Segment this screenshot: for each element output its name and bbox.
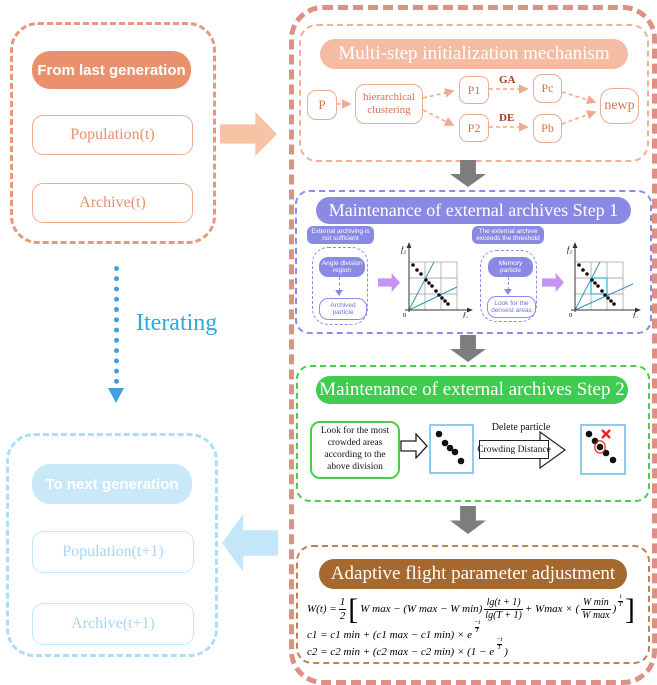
adaptive-panel-title: Adaptive flight parameter adjustment xyxy=(319,559,627,589)
archive-t-box: Archive(t) xyxy=(32,183,193,223)
step1-right-plot: f₂ f₁ 0 xyxy=(567,242,641,318)
node-pb: Pb xyxy=(533,114,562,143)
step2-delete-particle-label: Delete particle xyxy=(491,422,551,433)
iterating-arrow-line-icon xyxy=(114,266,119,384)
step1-left-arrow-line-icon xyxy=(339,277,340,291)
init-panel: Multi-step initialization mechanism P hi… xyxy=(299,24,649,162)
step2-result-square xyxy=(580,424,626,475)
node-p1: P1 xyxy=(459,76,489,104)
step1-left-subbox: Angle division region Archived particle xyxy=(312,247,368,325)
bracket-open: [ xyxy=(348,592,359,626)
edge-label-ga: GA xyxy=(499,74,516,86)
node-p: P xyxy=(307,90,337,120)
step1-right-subbox: Memory particle Look for the densest are… xyxy=(480,250,537,322)
to-next-generation-title: To next generation xyxy=(32,464,192,504)
axis-x-label: f₁ xyxy=(463,311,468,318)
axis-y-label: f₂ xyxy=(401,245,406,254)
step2-look-box: Look for the most crowded areas accordin… xyxy=(310,421,400,479)
circled-particle-mark xyxy=(594,440,606,454)
step1-right-block-arrow-icon xyxy=(542,273,564,292)
from-last-generation-group: From last generation Population(t) Archi… xyxy=(10,22,216,244)
node-newp: newp xyxy=(600,88,639,124)
step2-outline-arrow-icon xyxy=(400,433,428,459)
node-pc: Pc xyxy=(533,74,562,103)
step1-memory-particle-node: Memory particle xyxy=(488,257,533,277)
axis-origin-label: 0 xyxy=(403,312,406,318)
algorithm-steps-group xyxy=(289,5,657,685)
step2-crowding-distance-label: Crowding Distance xyxy=(477,440,551,459)
step1-left-arrow-head-icon xyxy=(335,290,343,296)
archive-t1-box: Archive(t+1) xyxy=(32,603,194,645)
iterating-arrow-head-icon xyxy=(108,388,124,403)
from-last-generation-title: From last generation xyxy=(32,51,191,89)
init-flow-arrows-icon xyxy=(337,84,597,132)
step1-archived-particle-node: Archived particle xyxy=(319,298,367,320)
step2-panel-title: Maintenance of external archives Step 2 xyxy=(316,376,628,404)
population-t1-box: Population(t+1) xyxy=(32,531,194,573)
axis-y-label: f₂ xyxy=(567,245,572,254)
axis-x-label: f₁ xyxy=(633,311,638,318)
step1-left-block-arrow-icon xyxy=(378,273,400,292)
adaptive-panel: Adaptive flight parameter adjustment W(t… xyxy=(296,545,650,664)
step1-angle-division-node: Angle division region xyxy=(319,257,365,277)
step2-panel: Maintenance of external archives Step 2 … xyxy=(296,365,650,502)
flow-arrow-left-icon xyxy=(222,514,278,572)
step1-left-condition: External archiving is not sufficient xyxy=(307,226,374,244)
step1-panel-title: Maintenance of external archives Step 1 xyxy=(316,197,631,224)
formula-c2: c2 = c2 min + (c2 max − c2 min) × (1 − e… xyxy=(307,635,508,658)
to-next-generation-group: To next generation Population(t+1) Archi… xyxy=(6,433,218,657)
node-hierarchical-clustering: hierarchical clustering xyxy=(355,84,423,124)
axis-origin-label: 0 xyxy=(569,312,572,318)
step2-particles-square xyxy=(429,424,474,474)
node-p2: P2 xyxy=(459,114,489,142)
edge-label-de: DE xyxy=(499,112,515,124)
flow-arrow-right-icon xyxy=(220,112,277,156)
step1-densest-areas-node: Look for the densest areas xyxy=(487,296,536,318)
densest-cell-highlight xyxy=(590,277,608,295)
step1-panel: Maintenance of external archives Step 1 … xyxy=(295,190,652,334)
iterating-label: Iterating xyxy=(136,310,218,336)
bracket-close: ] xyxy=(624,592,635,626)
step1-right-arrow-head-icon xyxy=(504,289,512,295)
init-panel-title: Multi-step initialization mechanism xyxy=(320,39,628,69)
step1-left-plot: f₂ f₁ 0 xyxy=(401,242,473,318)
population-t-box: Population(t) xyxy=(32,115,193,155)
step1-right-arrow-line-icon xyxy=(508,277,509,290)
delete-x-mark-icon xyxy=(601,429,611,439)
step1-right-condition: The external archive exceeds the thresho… xyxy=(472,226,544,244)
formula-w: W(t) = 1 2 [ W max − (W max − W min) lg(… xyxy=(307,592,635,626)
formula-c1: c1 = c1 min + (c1 max − c1 min) × e −t T xyxy=(307,618,481,641)
step2-delete-arrow-group: Delete particle Crowding Distance xyxy=(477,422,567,469)
